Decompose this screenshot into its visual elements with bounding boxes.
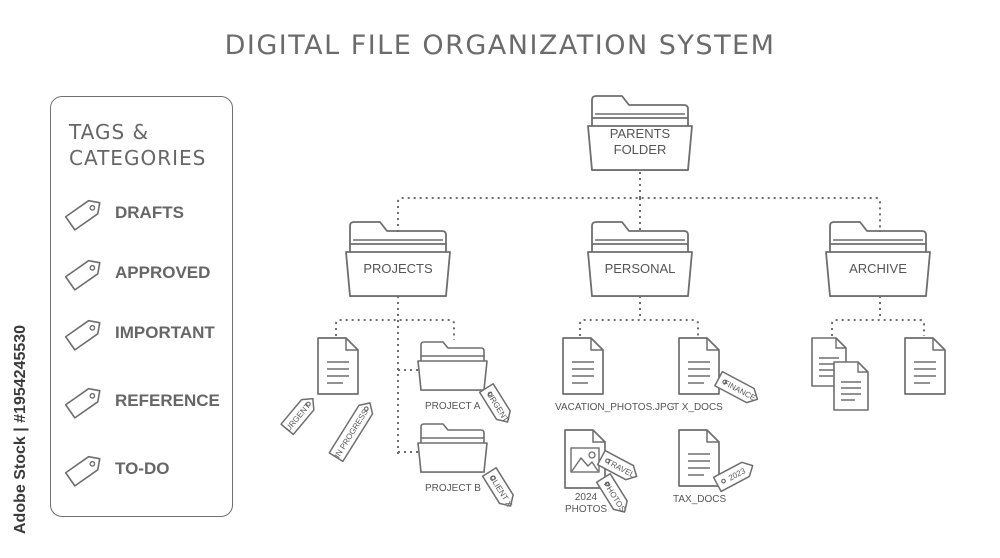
- tax-docs-label: TAX_DOCS: [673, 494, 726, 505]
- legend-item-label: TO-DO: [115, 459, 170, 478]
- legend-item-reference[interactable]: REFERENCE: [63, 381, 228, 421]
- personal-folder-label: PERSONAL: [605, 261, 676, 276]
- archive-documents-stack[interactable]: [811, 337, 869, 411]
- root-folder[interactable]: PARENTS FOLDER: [587, 95, 693, 171]
- root-folder-label-1: PARENTS: [610, 126, 671, 141]
- project-a-label: PROJECT A: [425, 401, 481, 412]
- legend-item-approved[interactable]: APPROVED: [63, 253, 228, 293]
- personal-folder[interactable]: PERSONAL: [587, 221, 693, 297]
- vacation-photos-file[interactable]: [562, 337, 604, 395]
- projects-folder[interactable]: PROJECTS: [345, 221, 451, 297]
- tags-legend: TAGS & CATEGORIES DRAFTS APPROVED IMPORT…: [50, 96, 233, 517]
- archive-document[interactable]: [904, 337, 946, 395]
- legend-item-important[interactable]: IMPORTANT: [63, 313, 228, 353]
- archive-folder-label: ARCHIVE: [849, 261, 907, 276]
- tag-icon: [64, 259, 101, 291]
- legend-item-drafts[interactable]: DRAFTS: [63, 193, 228, 233]
- projects-folder-label: PROJECTS: [363, 261, 433, 276]
- photos-label-1: 2024: [575, 492, 598, 503]
- legend-item-label: REFERENCE: [115, 391, 220, 410]
- project-b-folder[interactable]: [417, 423, 488, 473]
- projects-document[interactable]: [317, 337, 359, 395]
- tag-label: IN PROGRESS: [333, 408, 370, 460]
- tag-urgent: URGENT: [280, 397, 315, 436]
- tx-docs-label: T X_DOCS: [673, 402, 723, 413]
- connector-lines: [335, 172, 925, 455]
- tag-icon: [64, 319, 101, 351]
- tag-icon: [64, 199, 101, 231]
- legend-item-label: APPROVED: [115, 263, 211, 282]
- photos-image-file[interactable]: [564, 429, 606, 489]
- archive-folder[interactable]: ARCHIVE: [825, 221, 931, 297]
- project-b-label: PROJECT B: [425, 483, 481, 494]
- legend-item-label: IMPORTANT: [115, 323, 215, 342]
- tag-project-b-client: CLIENT X: [481, 467, 514, 509]
- legend-title: TAGS & CATEGORIES: [69, 120, 207, 170]
- photos-label-2: PHOTOS: [565, 504, 607, 515]
- tag-project-a-urgent: URGENT: [478, 383, 511, 424]
- tx-docs-file[interactable]: [678, 337, 720, 395]
- legend-item-todo[interactable]: TO-DO: [63, 449, 228, 489]
- tag-icon: [64, 455, 101, 487]
- tag-in-progress: IN PROGRESS: [328, 402, 374, 463]
- vacation-photos-label: VACATION_PHOTOS.JPG: [555, 402, 675, 413]
- project-a-folder[interactable]: [417, 341, 488, 391]
- root-folder-label-2: FOLDER: [614, 142, 667, 157]
- legend-item-label: DRAFTS: [115, 203, 184, 222]
- tag-2023: 2023: [712, 461, 754, 493]
- tag-icon: [64, 387, 101, 419]
- page-title: DIGITAL FILE ORGANIZATION SYSTEM: [224, 30, 776, 61]
